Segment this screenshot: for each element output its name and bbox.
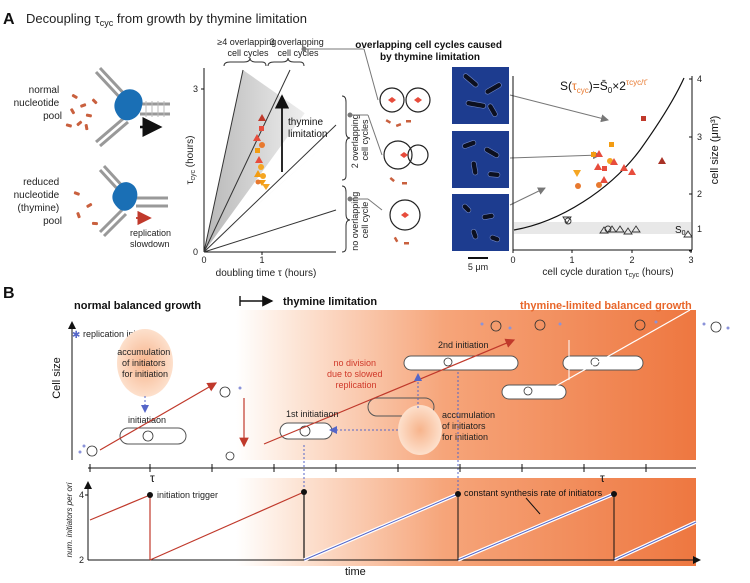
svg-text:constant synthesis rate of ini: constant synthesis rate of initiators [464, 488, 603, 498]
tau-label-limited: τ [600, 471, 605, 485]
plot2-data-points [573, 116, 666, 189]
scale-bar-label: 5 μm [468, 262, 488, 272]
normal-pool-illustration: normal nucleotide pool [14, 66, 170, 148]
accumulation-blob-1 [117, 329, 173, 397]
svg-text:3: 3 [688, 255, 693, 265]
trigger-dot-2 [301, 489, 307, 495]
plot1-ylabel: τcyc (hours) [185, 136, 197, 185]
plot2-open-points [562, 216, 693, 238]
svg-text:thymine limitation: thymine limitation [288, 117, 327, 140]
normal-growth-label: normal balanced growth [74, 300, 201, 312]
sparse-nucleotide-icon [73, 191, 98, 226]
plot-cell-size-vs-tcyc: S(τcyc)=S̄0×2τcyc/τ̄ [510, 74, 721, 279]
replication-initiator-icon: ✱ [72, 330, 80, 341]
dna-fork-icon [94, 66, 170, 148]
accumulation-blob-2 [398, 405, 442, 455]
svg-text:2 overlapping cell cycle: 2 overlapping cell cycles [350, 112, 370, 169]
initiator-count-plot: num. initiators per ori 4 2 initiation t… [65, 481, 701, 578]
s0-band [514, 222, 691, 234]
svg-text:3: 3 [697, 132, 702, 142]
svg-text:reduced nucleotide: reduced nucleotide (thymine) pool [14, 177, 62, 227]
svg-text:1: 1 [697, 224, 702, 234]
svg-text:normal nucleotide: normal nucleotide pool [14, 85, 62, 122]
exponential-fit-curve [513, 77, 685, 231]
time-axis-label: time [345, 566, 366, 578]
plot1-ytick-3: 3 [193, 84, 198, 94]
micrograph-2 [452, 131, 509, 188]
plot2-xlabel: cell cycle duration τcyc (hours) [542, 267, 673, 279]
tau-label-normal: τ [150, 471, 155, 485]
plot2-ylabel: cell size (μm³) [709, 116, 721, 185]
svg-text:accumulation of initiators: accumulation of initiators for initiatio… [117, 347, 173, 379]
cell-size-axis-label: Cell size [51, 357, 63, 399]
svg-text:3 overlapping cell cycle: 3 overlapping cell cycles [270, 37, 327, 58]
reduced-pool-illustration: reduced nucleotide (thymine) pool re [14, 164, 174, 249]
formula: S(τcyc)=S̄0×2τcyc/τ̄ [560, 78, 648, 95]
micrograph-panels [452, 67, 509, 251]
svg-text:2: 2 [79, 555, 84, 565]
svg-text:4: 4 [79, 490, 84, 500]
nucleotide-cluster-icon [65, 93, 98, 131]
num-initiators-axis-label: num. initiators per ori [65, 482, 74, 557]
micrograph-1 [452, 67, 509, 124]
trigger-dot-1 [147, 492, 153, 498]
chromosome-nucleotides [385, 119, 411, 245]
trigger-dot-3 [455, 491, 461, 497]
svg-text:initiation trigger: initiation trigger [157, 490, 218, 500]
svg-text:no overlapping cell cycl: no overlapping cell cycle [350, 189, 370, 251]
svg-text:2nd initiation: 2nd initiation [438, 340, 489, 350]
svg-text:2: 2 [697, 189, 702, 199]
plot1-data-points [253, 114, 270, 190]
svg-text:1: 1 [569, 255, 574, 265]
plot-tau-vs-doubling: τcyc (hours) thymine [185, 37, 370, 279]
s0-label: S0 [675, 225, 686, 237]
trigger-dot-4 [611, 491, 617, 497]
thymine-limited-label: thymine-limited balanced growth [520, 300, 692, 312]
replication-initiator-label: replication initiator [83, 329, 156, 339]
polymerase-icon [114, 89, 143, 121]
svg-text:initiatiaon: initiatiaon [128, 415, 166, 425]
svg-text:no division due to slowed: no division due to slowed replication [327, 358, 385, 390]
svg-text:1st initiatiaon: 1st initiatiaon [286, 409, 339, 419]
plot1-xtick-0: 0 [201, 255, 206, 265]
svg-text:2: 2 [629, 255, 634, 265]
svg-text:overlapping cell cycles caused: overlapping cell cycles caused by thymin… [355, 40, 505, 63]
panel-b-letter: B [3, 285, 15, 302]
plot1-xlabel: doubling time τ (hours) [216, 268, 317, 279]
plot1-xtick-1: 1 [259, 255, 264, 265]
micrograph-3 [452, 194, 509, 251]
panel-a-title: Decoupling τcyc from growth by thymine l… [26, 11, 307, 28]
plot1-ytick-0: 0 [193, 247, 198, 257]
svg-text:replication slowdown: replication slowdown [130, 228, 174, 249]
dna-fork-slow-icon [98, 164, 168, 238]
svg-text:4: 4 [697, 74, 702, 84]
panel-a-letter: A [3, 11, 15, 28]
thymine-limitation-label: thymine limitation [283, 296, 377, 308]
svg-text:≥4 overlapping cell cycl: ≥4 overlapping cell cycles [217, 37, 279, 58]
chromosome-diagrams [379, 87, 431, 231]
svg-text:0: 0 [510, 255, 515, 265]
svg-text:accumulation of initiators: accumulation of initiators for initiatio… [442, 410, 498, 442]
